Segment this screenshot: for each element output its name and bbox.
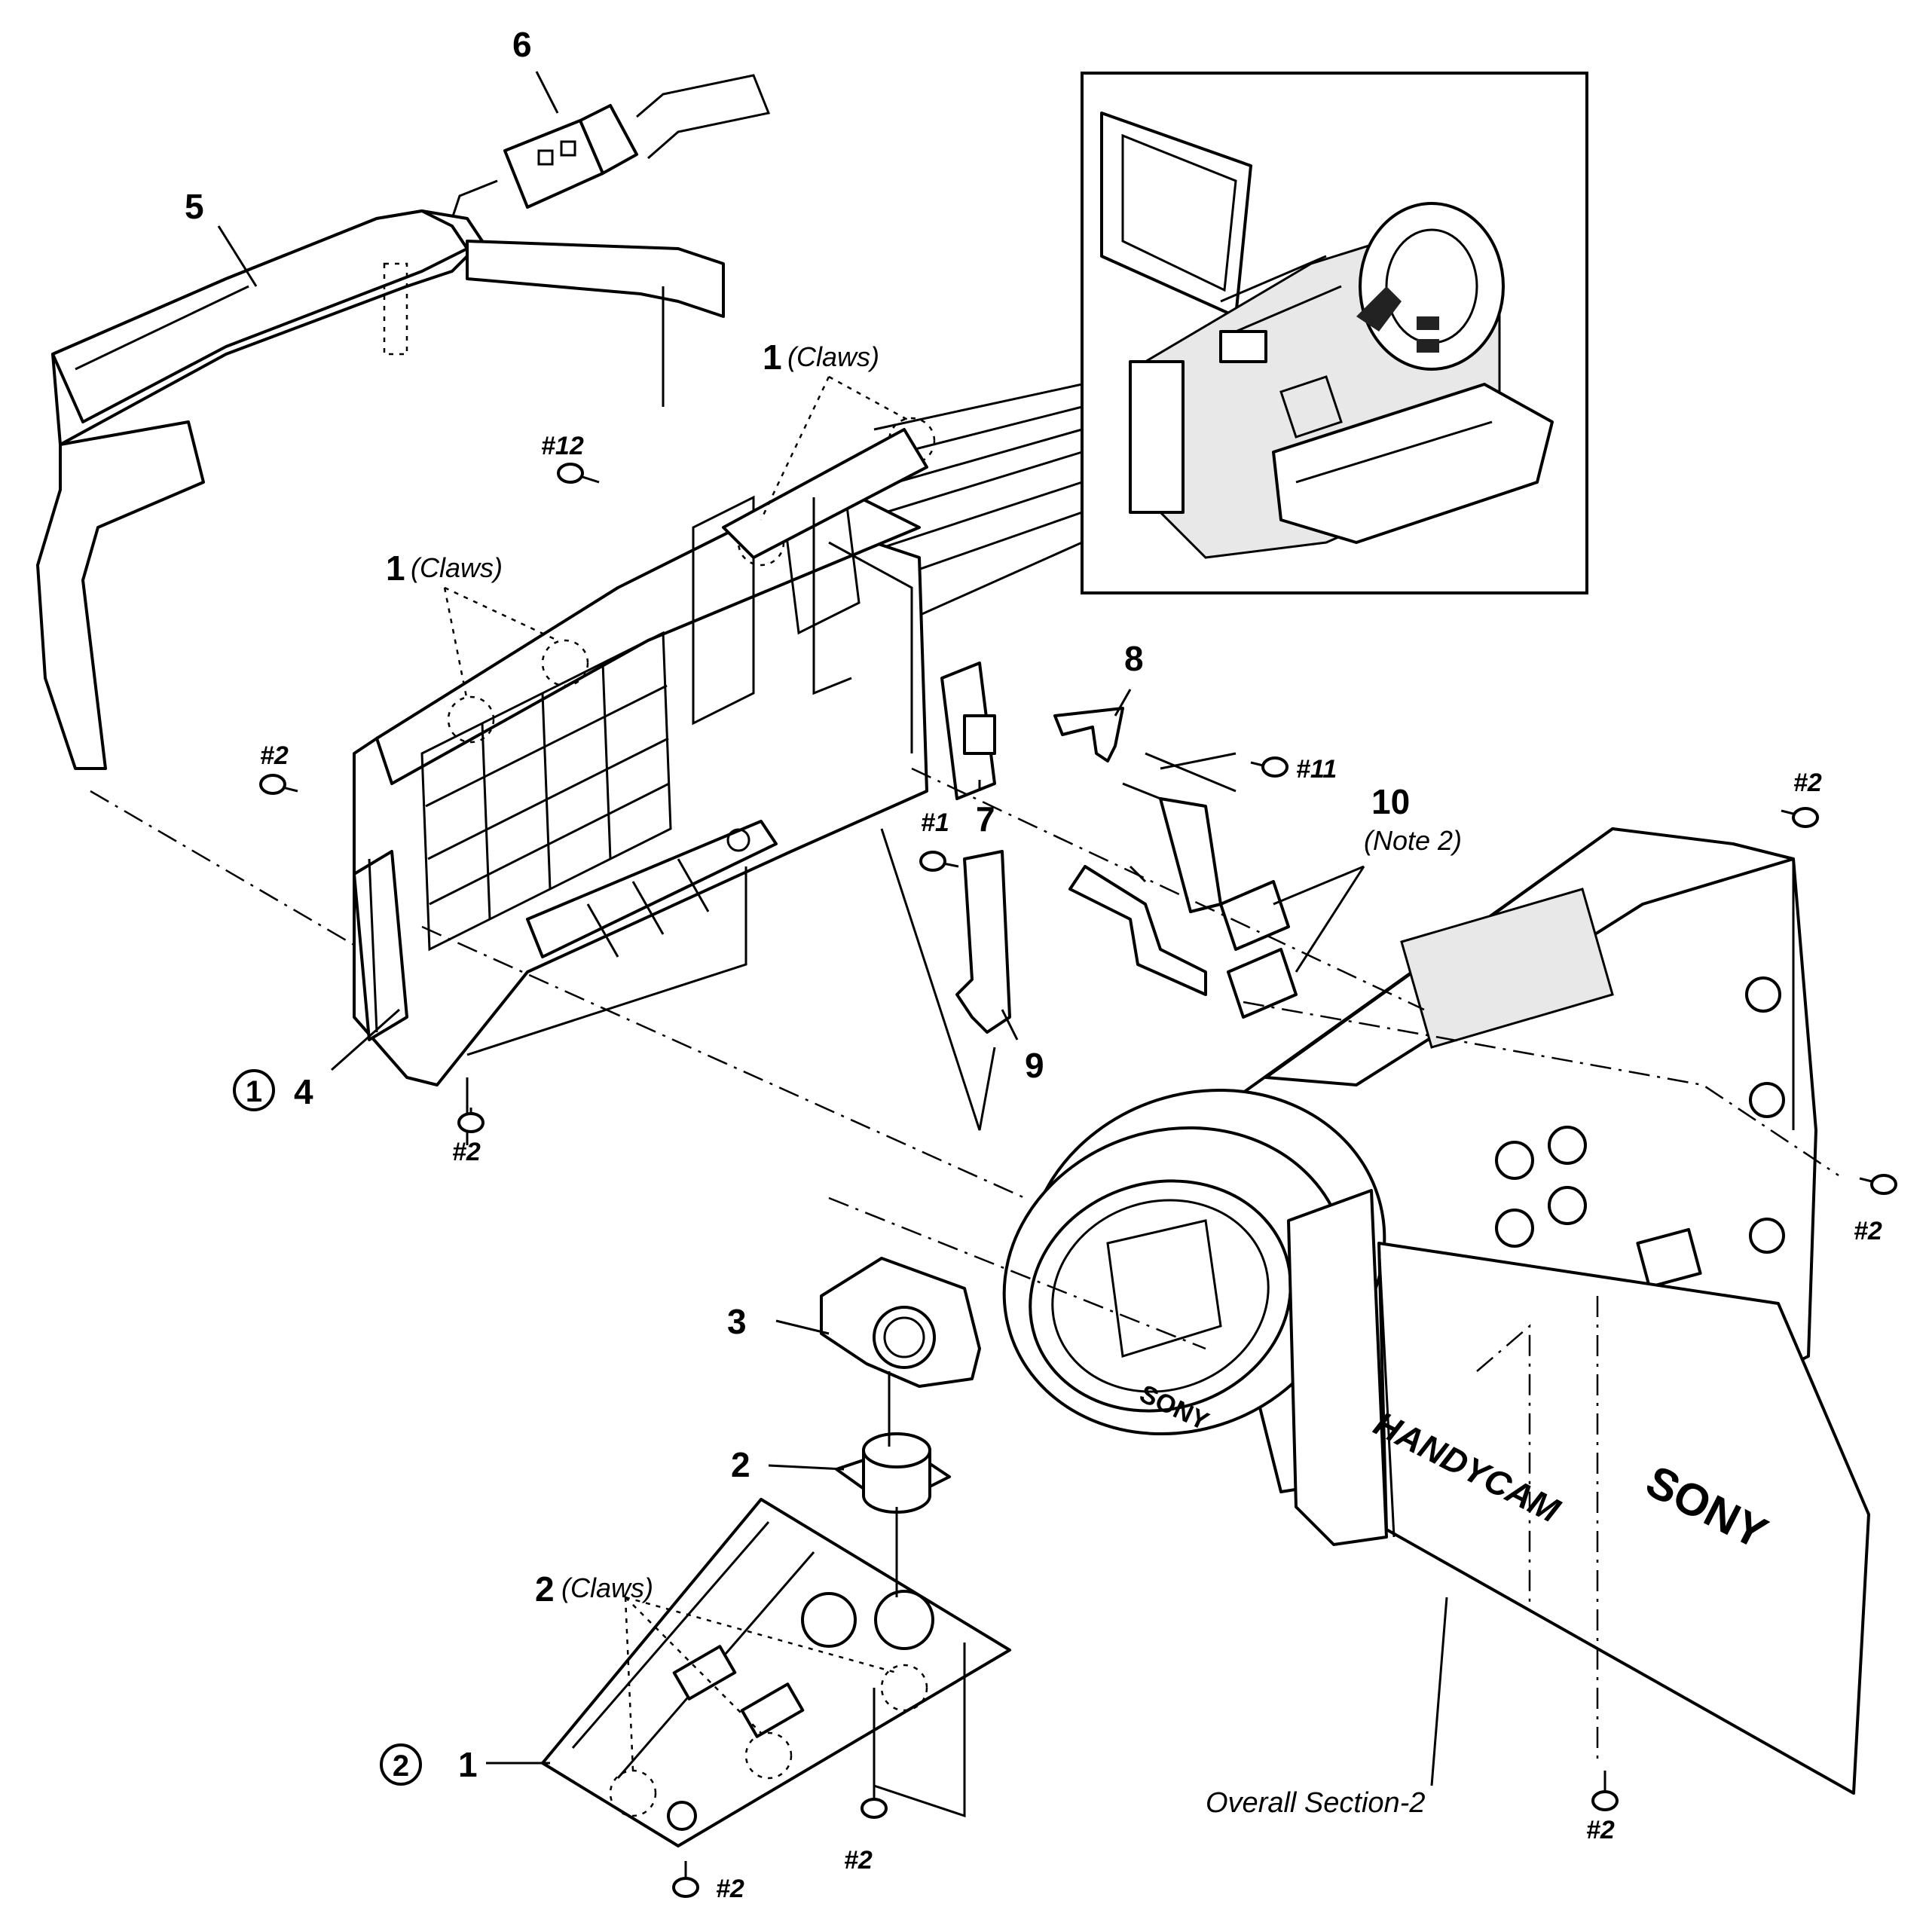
label-screw-2-bottom-left: #2 (452, 1138, 481, 1166)
label-claws-a: (Claws) (787, 341, 879, 372)
circled-2-badge (380, 1743, 422, 1786)
label-screw-2-right-top: #2 (1793, 769, 1822, 797)
claw-circle (609, 1769, 657, 1817)
label-part-8: 8 (1124, 639, 1144, 678)
screw-icon (1781, 807, 1819, 828)
label-screw-2-right-mid: #2 (1854, 1217, 1882, 1245)
label-screw-11: #11 (1296, 755, 1337, 784)
screw-icon (457, 1108, 485, 1133)
label-screw-2-right-bottom: #2 (1586, 1816, 1615, 1844)
circled-1-badge (233, 1069, 275, 1111)
labels: 6 5 1 (Claws) 1 (Claws) #12 #2 #2 8 #11 … (185, 25, 1882, 1903)
label-part-2: 2 (731, 1445, 750, 1484)
cover-grid (420, 631, 672, 952)
screw-icon (919, 851, 959, 872)
label-claws-b-num: 1 (386, 549, 405, 588)
part-9-bracket (955, 850, 1011, 1034)
label-claws-2: (Claws) (561, 1572, 653, 1603)
part-10-flex (1068, 782, 1298, 1019)
label-claws-b: (Claws) (411, 552, 503, 583)
label-claws-2-num: 2 (535, 1569, 555, 1609)
label-part-1: 1 (458, 1745, 478, 1784)
part-8-bracket (1053, 707, 1124, 762)
claw-circle (541, 639, 589, 687)
part-1-board (541, 1498, 1011, 1847)
tape-upper (1219, 880, 1290, 951)
claw-circle (744, 1731, 793, 1780)
side-cover-part-4 (353, 417, 936, 1086)
part-3-plate (820, 1257, 981, 1388)
screws (259, 463, 1897, 1898)
screw-icon (672, 1861, 699, 1898)
label-screw-1: #1 (921, 808, 949, 837)
callout-leaders (217, 71, 1448, 1786)
grip-belt-part-5 (36, 209, 725, 770)
part-2-component (835, 1432, 951, 1514)
label-screw-2-left: #2 (260, 741, 289, 770)
label-circled-1: 1 (246, 1075, 262, 1108)
usb-cable-part-6 (451, 74, 771, 219)
screw-icon (557, 463, 600, 484)
screw-icon (259, 774, 298, 795)
label-circled-2: 2 (393, 1750, 409, 1783)
label-part-5: 5 (185, 187, 204, 226)
label-part-4: 4 (294, 1072, 313, 1111)
label-screw-12: #12 (541, 432, 584, 460)
part-7 (940, 662, 996, 800)
label-part-6: 6 (512, 25, 532, 64)
label-part-3: 3 (727, 1302, 747, 1341)
screw-icon (1250, 756, 1289, 778)
inset-camcorder-view (1081, 72, 1588, 594)
claw-circle (880, 1664, 928, 1712)
tape-lower (1227, 948, 1298, 1019)
screw-icon (1591, 1771, 1619, 1811)
camcorder-body: SONY HANDYCAM SONY (1002, 827, 1870, 1795)
label-note-2: (Note 2) (1364, 825, 1462, 856)
label-overall-section-2: Overall Section-2 (1206, 1787, 1425, 1819)
label-screw-2-bottom: #2 (716, 1875, 744, 1903)
label-part-9: 9 (1025, 1046, 1044, 1085)
screw-icon (861, 1786, 888, 1819)
label-screw-2-bottom-center: #2 (844, 1846, 873, 1875)
screw-icon (1859, 1174, 1897, 1195)
label-claws-a-num: 1 (763, 338, 782, 377)
label-part-10: 10 (1371, 782, 1410, 821)
label-part-7: 7 (976, 799, 995, 839)
assembly-lines (90, 752, 1839, 1818)
claw-circle (447, 695, 495, 744)
